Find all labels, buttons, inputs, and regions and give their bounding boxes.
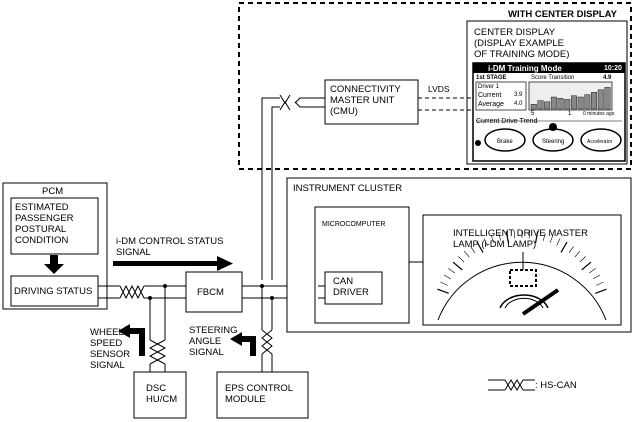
gauge-tick xyxy=(595,288,607,294)
gauge-tick xyxy=(556,238,561,246)
screen-score-transition: Score Transition xyxy=(531,75,575,81)
score-bar xyxy=(584,94,591,110)
microcomputer-label: MICROCOMPUTER xyxy=(322,221,386,228)
gauge-tick xyxy=(498,232,502,241)
gauge-tick xyxy=(476,241,484,253)
screen-steering: Steering xyxy=(542,139,565,145)
pcm-title: PCM xyxy=(42,186,64,197)
brake-trend-icon xyxy=(484,128,526,152)
gauge-tick xyxy=(581,261,592,271)
screen-current-value: 3.9 xyxy=(514,92,523,98)
score-bar xyxy=(557,97,564,110)
score-bar xyxy=(591,91,597,110)
gauge-ticks xyxy=(437,230,607,294)
gauge-tick xyxy=(483,238,488,246)
score-bar xyxy=(597,89,604,110)
screen-trend-label: Current Drive Trend xyxy=(476,118,538,125)
screen-axis-mid: 1 xyxy=(568,111,572,117)
driving-status-box xyxy=(10,275,99,307)
hs-can-legend-label: : HS-CAN xyxy=(535,380,577,391)
idm-lamp-label: INTELLIGENT DRIVE MASTER LAMP (i-DM LAMP… xyxy=(453,228,588,250)
score-transition-bars xyxy=(530,87,611,110)
screen-score-value: 4.9 xyxy=(603,75,612,81)
gauge-tick xyxy=(458,256,465,263)
screen-driver: Driver 1 xyxy=(478,84,500,90)
gauge-tick xyxy=(505,231,510,244)
score-bar xyxy=(571,95,577,110)
screen-average-value: 4.0 xyxy=(514,101,523,107)
gauge-tick xyxy=(513,230,516,239)
with-center-display-label: WITH CENTER DISPLAY xyxy=(508,9,617,20)
screen-accelerator: Accelerator xyxy=(587,139,613,145)
screen-time: 10:20 xyxy=(604,65,622,72)
steering-indicator-icon xyxy=(549,123,557,131)
gauge-tick xyxy=(528,230,531,239)
gauge-tick xyxy=(437,288,449,294)
gauge-tick xyxy=(588,268,596,274)
eps-label: EPS CONTROL MODULE xyxy=(225,383,294,405)
score-bar xyxy=(530,103,537,110)
gauge-tick xyxy=(443,274,452,280)
gauge-tick xyxy=(440,281,448,286)
score-bar xyxy=(544,101,551,110)
gauge-tick xyxy=(579,256,586,263)
estimated-condition-box xyxy=(10,197,99,255)
score-bar xyxy=(564,99,571,110)
eps-box xyxy=(216,371,309,419)
screen-average-label: Average xyxy=(478,101,504,108)
dsc-box xyxy=(133,371,187,419)
screen-current-label: Current xyxy=(478,92,502,99)
screen-title-bar xyxy=(473,63,625,73)
gauge-tick xyxy=(452,261,463,271)
gauge-tick xyxy=(549,235,554,244)
center-display-caption: CENTER DISPLAY (DISPLAY EXAMPLE OF TRAIN… xyxy=(474,27,570,60)
gauge-tick xyxy=(560,241,568,253)
score-bar xyxy=(577,96,584,110)
score-bar xyxy=(604,87,611,110)
gauge-tick xyxy=(542,232,546,241)
screen-title: i-DM Training Mode xyxy=(488,64,562,73)
gauge-tick xyxy=(490,235,495,244)
gauge-tick xyxy=(470,246,476,254)
screen-axis-right: 0 minutes ago xyxy=(583,111,615,117)
estimated-condition-label: ESTIMATED PASSENGER POSTURAL CONDITION xyxy=(15,202,74,246)
gauge-tick xyxy=(448,268,456,274)
idm-control-signal-label: i-DM CONTROL STATUS SIGNAL xyxy=(116,236,224,258)
lvds-label: LVDS xyxy=(428,84,450,94)
score-bar xyxy=(537,100,544,110)
cmu-label: CONNECTIVITY MASTER UNIT (CMU) xyxy=(330,84,401,117)
score-bar xyxy=(550,96,557,110)
driving-status-label: DRIVING STATUS xyxy=(14,286,93,297)
gauge-tick xyxy=(568,246,574,254)
steering-angle-signal-label: STEERING ANGLE SIGNAL xyxy=(189,325,238,358)
screen-brake: Brake xyxy=(497,139,513,145)
score-box xyxy=(475,81,527,111)
gauge-tick xyxy=(534,231,539,244)
wheel-speed-signal-label: WHEEL SPEED SENSOR SIGNAL xyxy=(90,327,131,371)
screen-stage: 1st STAGE xyxy=(476,75,507,81)
instrument-cluster-title: INSTRUMENT CLUSTER xyxy=(293,183,403,194)
can-driver-label: CAN DRIVER xyxy=(333,276,369,298)
dsc-label: DSC HU/CM xyxy=(146,383,178,405)
can-driver-box xyxy=(324,271,383,305)
screen-axis-left: 5 xyxy=(531,111,535,117)
accelerator-trend-icon xyxy=(580,128,622,152)
gauge-tick xyxy=(596,281,604,286)
gauge-needle xyxy=(521,288,560,316)
gauge-tick xyxy=(463,250,470,258)
fbcm-box xyxy=(185,271,243,313)
gauge-tick xyxy=(574,250,581,258)
cmu-box xyxy=(324,79,419,125)
back-icon xyxy=(475,140,481,146)
gauge-tick xyxy=(592,274,601,280)
fbcm-label: FBCM xyxy=(197,287,224,298)
gauge-arc xyxy=(437,261,607,321)
